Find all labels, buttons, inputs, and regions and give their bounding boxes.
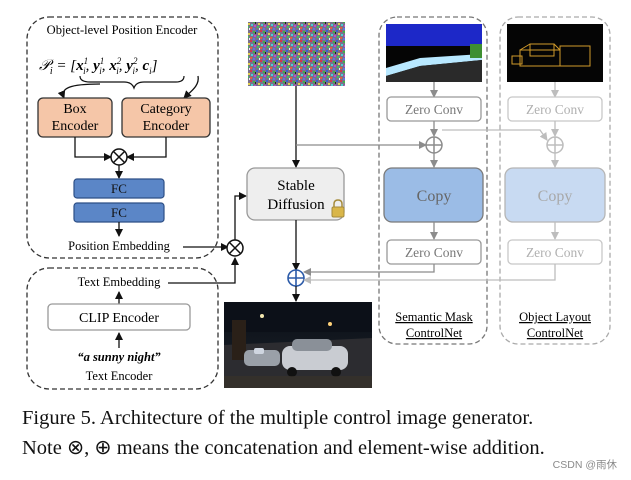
concat-symbol-2 [226, 239, 244, 257]
text-embedding-label: Text Embedding [78, 275, 162, 289]
semantic-controlnet-title-line1: Semantic Mask [395, 310, 473, 324]
layout-controlnet-title-line2: ControlNet [527, 326, 584, 340]
layout-copy-label: Copy [538, 188, 573, 205]
semantic-zero-conv-top-label: Zero Conv [405, 102, 463, 117]
fc-label-1: FC [111, 181, 127, 196]
clip-encoder-block [47, 303, 191, 331]
add-symbol-semantic [425, 136, 443, 154]
arrow-formula-category [183, 75, 199, 99]
layout-controlnet-title-line1: Object Layout [519, 310, 591, 324]
lock-icon [331, 199, 345, 218]
box-encoder-label-line2: Encoder [52, 119, 99, 134]
text-encoder-title: Text Encoder [86, 369, 154, 383]
fc-block-1 [73, 178, 165, 199]
csdn-watermark: CSDN @雨休 [552, 459, 617, 471]
category-encoder-label-line2: Encoder [143, 119, 190, 134]
figure-caption: Figure 5. Architecture of the multiple c… [22, 403, 612, 463]
svg-text:𝒫i = [x1i, y1i, x2i, y2i, ci]: 𝒫i = [x1i, y1i, x2i, y2i, ci] [39, 56, 158, 77]
position-encoder-title: Object-level Position Encoder [47, 23, 198, 37]
arrow-category-concat [126, 137, 167, 161]
semantic-controlnet-title-line2: ControlNet [406, 326, 463, 340]
add-symbol-layout [546, 136, 564, 154]
layout-zero-conv-top-label: Zero Conv [526, 102, 584, 117]
formula-brace [79, 75, 185, 90]
semantic-mask-image [386, 24, 482, 82]
arrow-text-concat2 [168, 257, 239, 284]
noise-image [248, 22, 345, 86]
object-layout-image [507, 24, 603, 82]
arrow-layout-main-add [303, 264, 556, 284]
box-encoder-label-line1: Box [63, 102, 86, 117]
concat-symbol-1 [110, 148, 128, 166]
semantic-zero-conv-bottom-label: Zero Conv [405, 245, 463, 260]
arrow-concat2-sd [234, 192, 247, 240]
output-night-image [224, 302, 372, 388]
semantic-controlnet-group [378, 16, 488, 345]
add-symbol-main [287, 269, 305, 287]
caption-line-1: Figure 5. Architecture of the multiple c… [22, 407, 534, 429]
semantic-copy-label: Copy [417, 188, 452, 205]
arrow-formula-box [57, 83, 101, 99]
position-embedding-label: Position Embedding [68, 239, 170, 253]
prompt-text: “a sunny night” [77, 350, 161, 364]
caption-line-2: Note ⊗, ⊕ means the concatenation and el… [22, 437, 545, 459]
stable-diffusion-label-line2: Diffusion [267, 197, 325, 213]
stable-diffusion-label-line1: Stable [277, 178, 315, 194]
arrow-box-concat [74, 137, 112, 161]
arrow-semantic-main-add [303, 264, 435, 276]
clip-encoder-label: CLIP Encoder [79, 311, 159, 326]
layout-controlnet-group [499, 16, 611, 345]
position-encoder-group [26, 16, 219, 259]
category-encoder-label-line1: Category [140, 102, 191, 117]
text-encoder-group [26, 267, 219, 390]
fc-label-2: FC [111, 205, 127, 220]
layout-zero-conv-bottom-label: Zero Conv [526, 245, 584, 260]
arrow-semantic-layout-add [442, 129, 548, 141]
